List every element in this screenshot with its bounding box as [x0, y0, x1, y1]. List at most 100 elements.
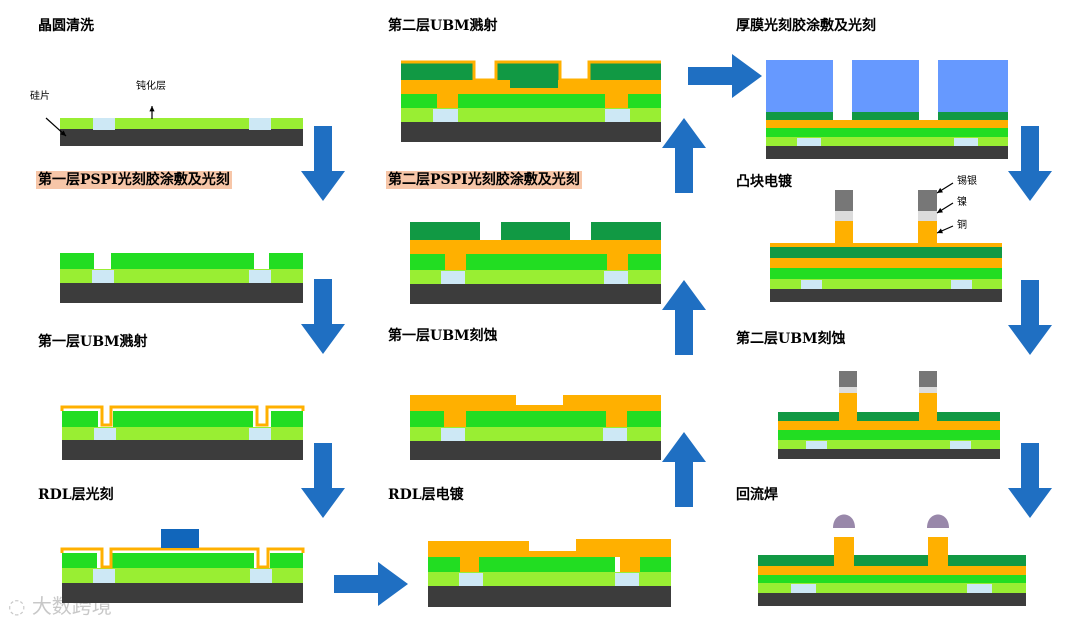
- pspi-layer: [778, 430, 1000, 440]
- copper-pillar: [918, 221, 937, 247]
- ubm-thin: [770, 243, 1002, 247]
- pspi-layer: [112, 553, 254, 568]
- second-pspi-layer: [852, 112, 919, 120]
- rdl-via: [607, 254, 628, 270]
- rdl-copper-layer: [576, 539, 671, 557]
- pspi-layer: [270, 553, 303, 568]
- pad: [801, 280, 822, 289]
- silicon-substrate: [758, 593, 1026, 606]
- thick-photoresist: [938, 60, 1008, 112]
- silicon-substrate: [778, 449, 1000, 459]
- silicon-substrate: [60, 129, 303, 146]
- silicon-annotation: 硅片: [30, 91, 50, 102]
- solder-ball: [833, 514, 855, 528]
- copper-pillar: [839, 393, 857, 421]
- nickel-annotation: 镍: [957, 197, 967, 208]
- pad: [249, 118, 271, 130]
- tin-silver-annotation: 锡银: [957, 176, 977, 187]
- rdl-copper-layer: [778, 421, 1000, 430]
- second-pspi-layer: [766, 112, 833, 120]
- pad: [603, 428, 627, 441]
- second-pspi-layer: [501, 222, 570, 240]
- passivation-layer: [60, 269, 303, 283]
- rdl-copper-layer: [516, 405, 563, 411]
- rdl-copper-layer: [529, 551, 576, 557]
- pad: [250, 569, 272, 583]
- step-first-ubm-sputter-label: 第一层UBM溅射: [38, 334, 148, 350]
- passivation-layer: [778, 440, 1000, 449]
- pad: [441, 271, 465, 284]
- rdl-copper-layer: [766, 120, 1008, 128]
- pspi-layer: [113, 411, 253, 427]
- silicon-substrate: [62, 583, 303, 603]
- tin-silver-cap: [918, 190, 937, 211]
- copper-pillar: [928, 537, 948, 566]
- pad: [951, 280, 972, 289]
- pspi-layer: [401, 94, 437, 108]
- pad: [967, 584, 992, 593]
- passivation-pointer-head: [149, 106, 155, 112]
- tin-silver-pointer-head: [937, 187, 943, 193]
- pad: [441, 428, 465, 441]
- pad: [791, 584, 816, 593]
- right-arrow: [688, 54, 762, 98]
- pspi-layer: [428, 557, 460, 572]
- right-arrow: [334, 562, 408, 606]
- second-pspi-layer: [778, 412, 1000, 421]
- pspi-layer: [271, 411, 303, 427]
- thick-photoresist: [766, 60, 833, 112]
- pad: [615, 573, 639, 586]
- down-arrow: [301, 279, 345, 354]
- nickel-layer: [839, 387, 857, 393]
- step-second-pspi-label: 第二层PSPI光刻胶涂敷及光刻: [386, 171, 582, 189]
- silicon-pointer-head: [60, 130, 66, 136]
- rdl-via: [460, 557, 479, 572]
- silicon-substrate: [770, 289, 1002, 302]
- pspi-layer: [479, 557, 615, 572]
- up-arrow: [662, 432, 706, 507]
- rdl-copper-layer: [758, 566, 1026, 575]
- passivation-layer: [410, 270, 661, 284]
- rdl-copper-layer: [563, 395, 661, 411]
- pspi-layer: [628, 254, 661, 270]
- pspi-layer: [62, 411, 98, 427]
- copper-pillar: [834, 537, 854, 566]
- pad: [806, 441, 827, 449]
- silicon-substrate: [410, 441, 661, 460]
- silicon-substrate: [428, 586, 671, 607]
- pad: [249, 428, 271, 440]
- copper-pointer-head: [937, 228, 943, 234]
- second-pspi-layer: [589, 62, 661, 80]
- pspi-layer: [269, 253, 303, 269]
- pspi-layer: [111, 253, 254, 269]
- second-pspi-layer: [401, 62, 474, 80]
- pad: [93, 118, 115, 130]
- second-pspi-layer: [770, 247, 1002, 258]
- second-pspi-layer: [591, 222, 661, 240]
- down-arrow: [1008, 280, 1052, 355]
- pspi-layer: [640, 557, 671, 572]
- passivation-layer: [401, 108, 661, 122]
- passivation-layer: [410, 427, 661, 441]
- down-arrow: [301, 126, 345, 201]
- down-arrow: [301, 443, 345, 518]
- nickel-layer: [835, 211, 853, 221]
- pspi-layer: [62, 553, 97, 568]
- pad: [93, 569, 115, 583]
- silicon-substrate: [62, 440, 303, 460]
- passivation-annotation: 钝化层: [136, 81, 166, 92]
- nickel-layer: [918, 211, 937, 221]
- pspi-layer: [466, 254, 607, 270]
- pad: [954, 138, 978, 146]
- pad: [950, 441, 971, 449]
- rdl-via: [437, 94, 458, 108]
- second-ubm-seed: [401, 60, 661, 82]
- down-arrow: [1008, 443, 1052, 518]
- second-pspi-layer: [496, 62, 560, 80]
- rdl-copper-layer: [410, 240, 661, 254]
- step-first-ubm-etch-label: 第一层UBM刻蚀: [388, 328, 498, 344]
- pad: [604, 271, 628, 284]
- second-pspi-layer: [510, 80, 558, 88]
- passivation-layer: [770, 279, 1002, 289]
